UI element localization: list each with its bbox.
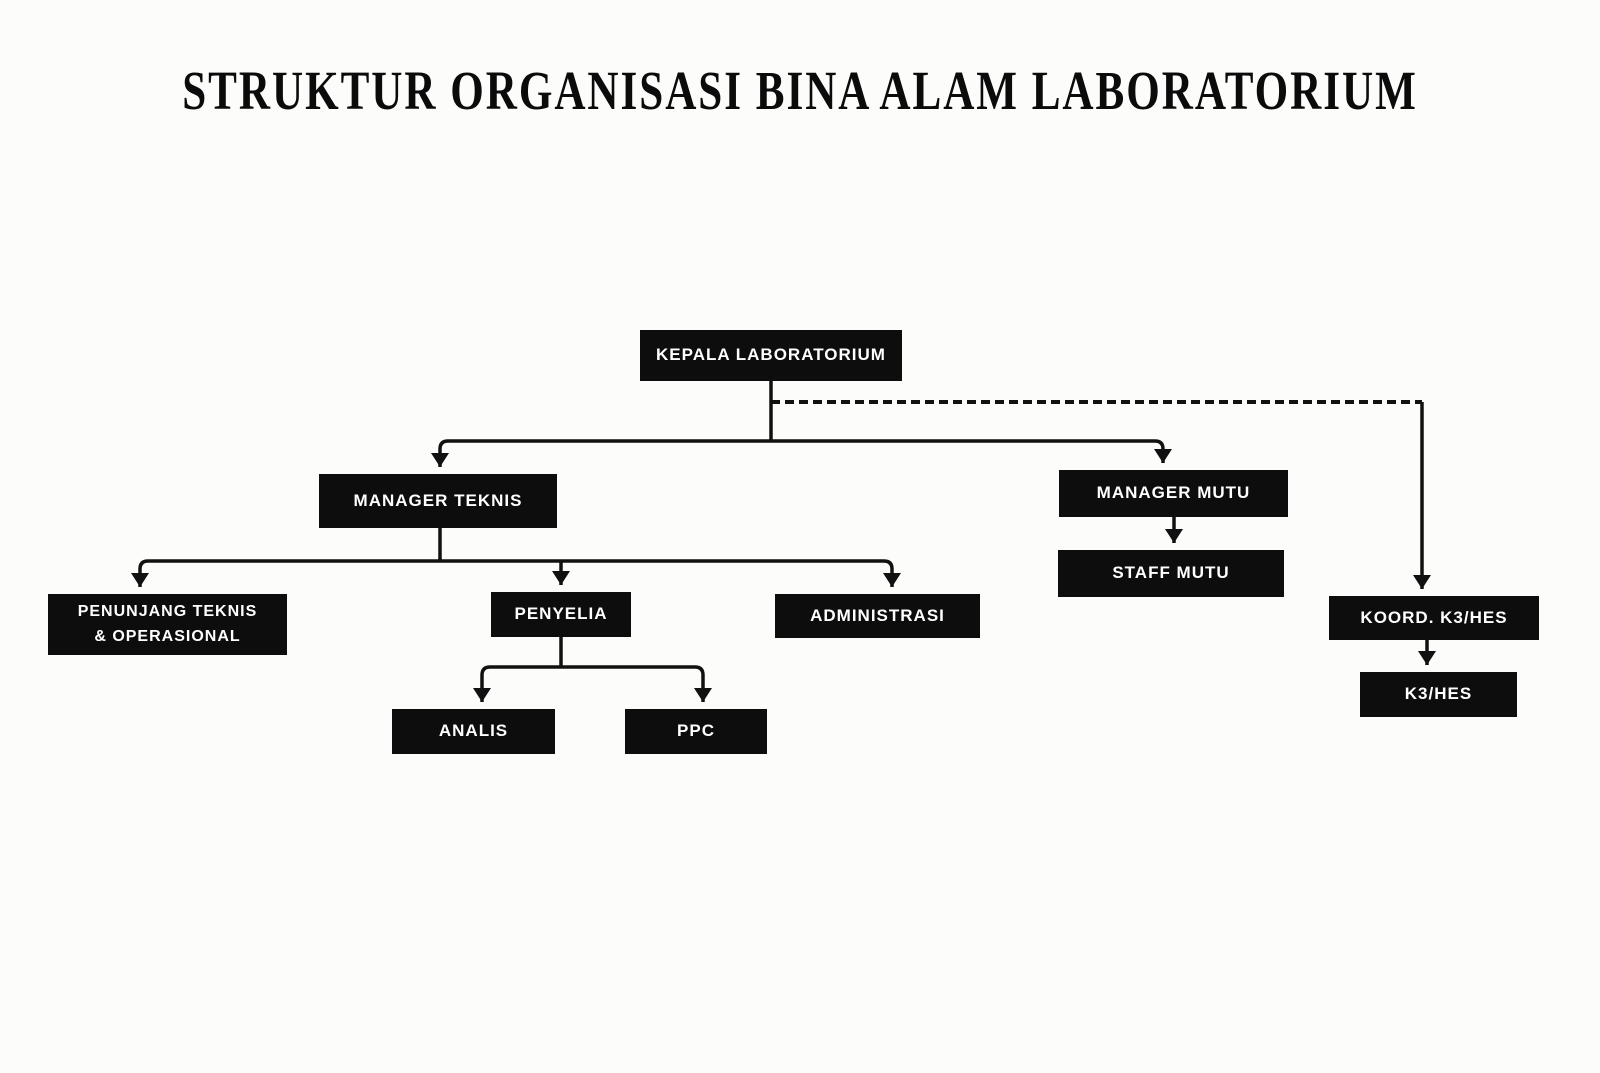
page-title: STRUKTUR ORGANISASI BINA ALAM LABORATORI… — [182, 60, 1418, 122]
node-manager-mutu: MANAGER MUTU — [1059, 470, 1288, 517]
node-kepala-laboratorium: KEPALA LABORATORIUM — [640, 330, 902, 381]
node-analis: ANALIS — [392, 709, 555, 754]
node-penyelia: PENYELIA — [491, 592, 631, 637]
node-k3-hes: K3/HES — [1360, 672, 1517, 717]
connector-teknis-branch — [131, 559, 901, 587]
node-ppc: PPC — [625, 709, 767, 754]
connector-penyelia-branch — [473, 665, 712, 702]
node-penunjang-teknis-operasional: PENUNJANG TEKNIS & OPERASIONAL — [48, 594, 287, 655]
node-koord-k3-hes: KOORD. K3/HES — [1329, 596, 1539, 640]
node-manager-teknis: MANAGER TEKNIS — [319, 474, 557, 528]
node-administrasi: ADMINISTRASI — [775, 594, 980, 638]
node-staff-mutu: STAFF MUTU — [1058, 550, 1284, 597]
connector-kepala-to-managers — [431, 439, 1172, 467]
